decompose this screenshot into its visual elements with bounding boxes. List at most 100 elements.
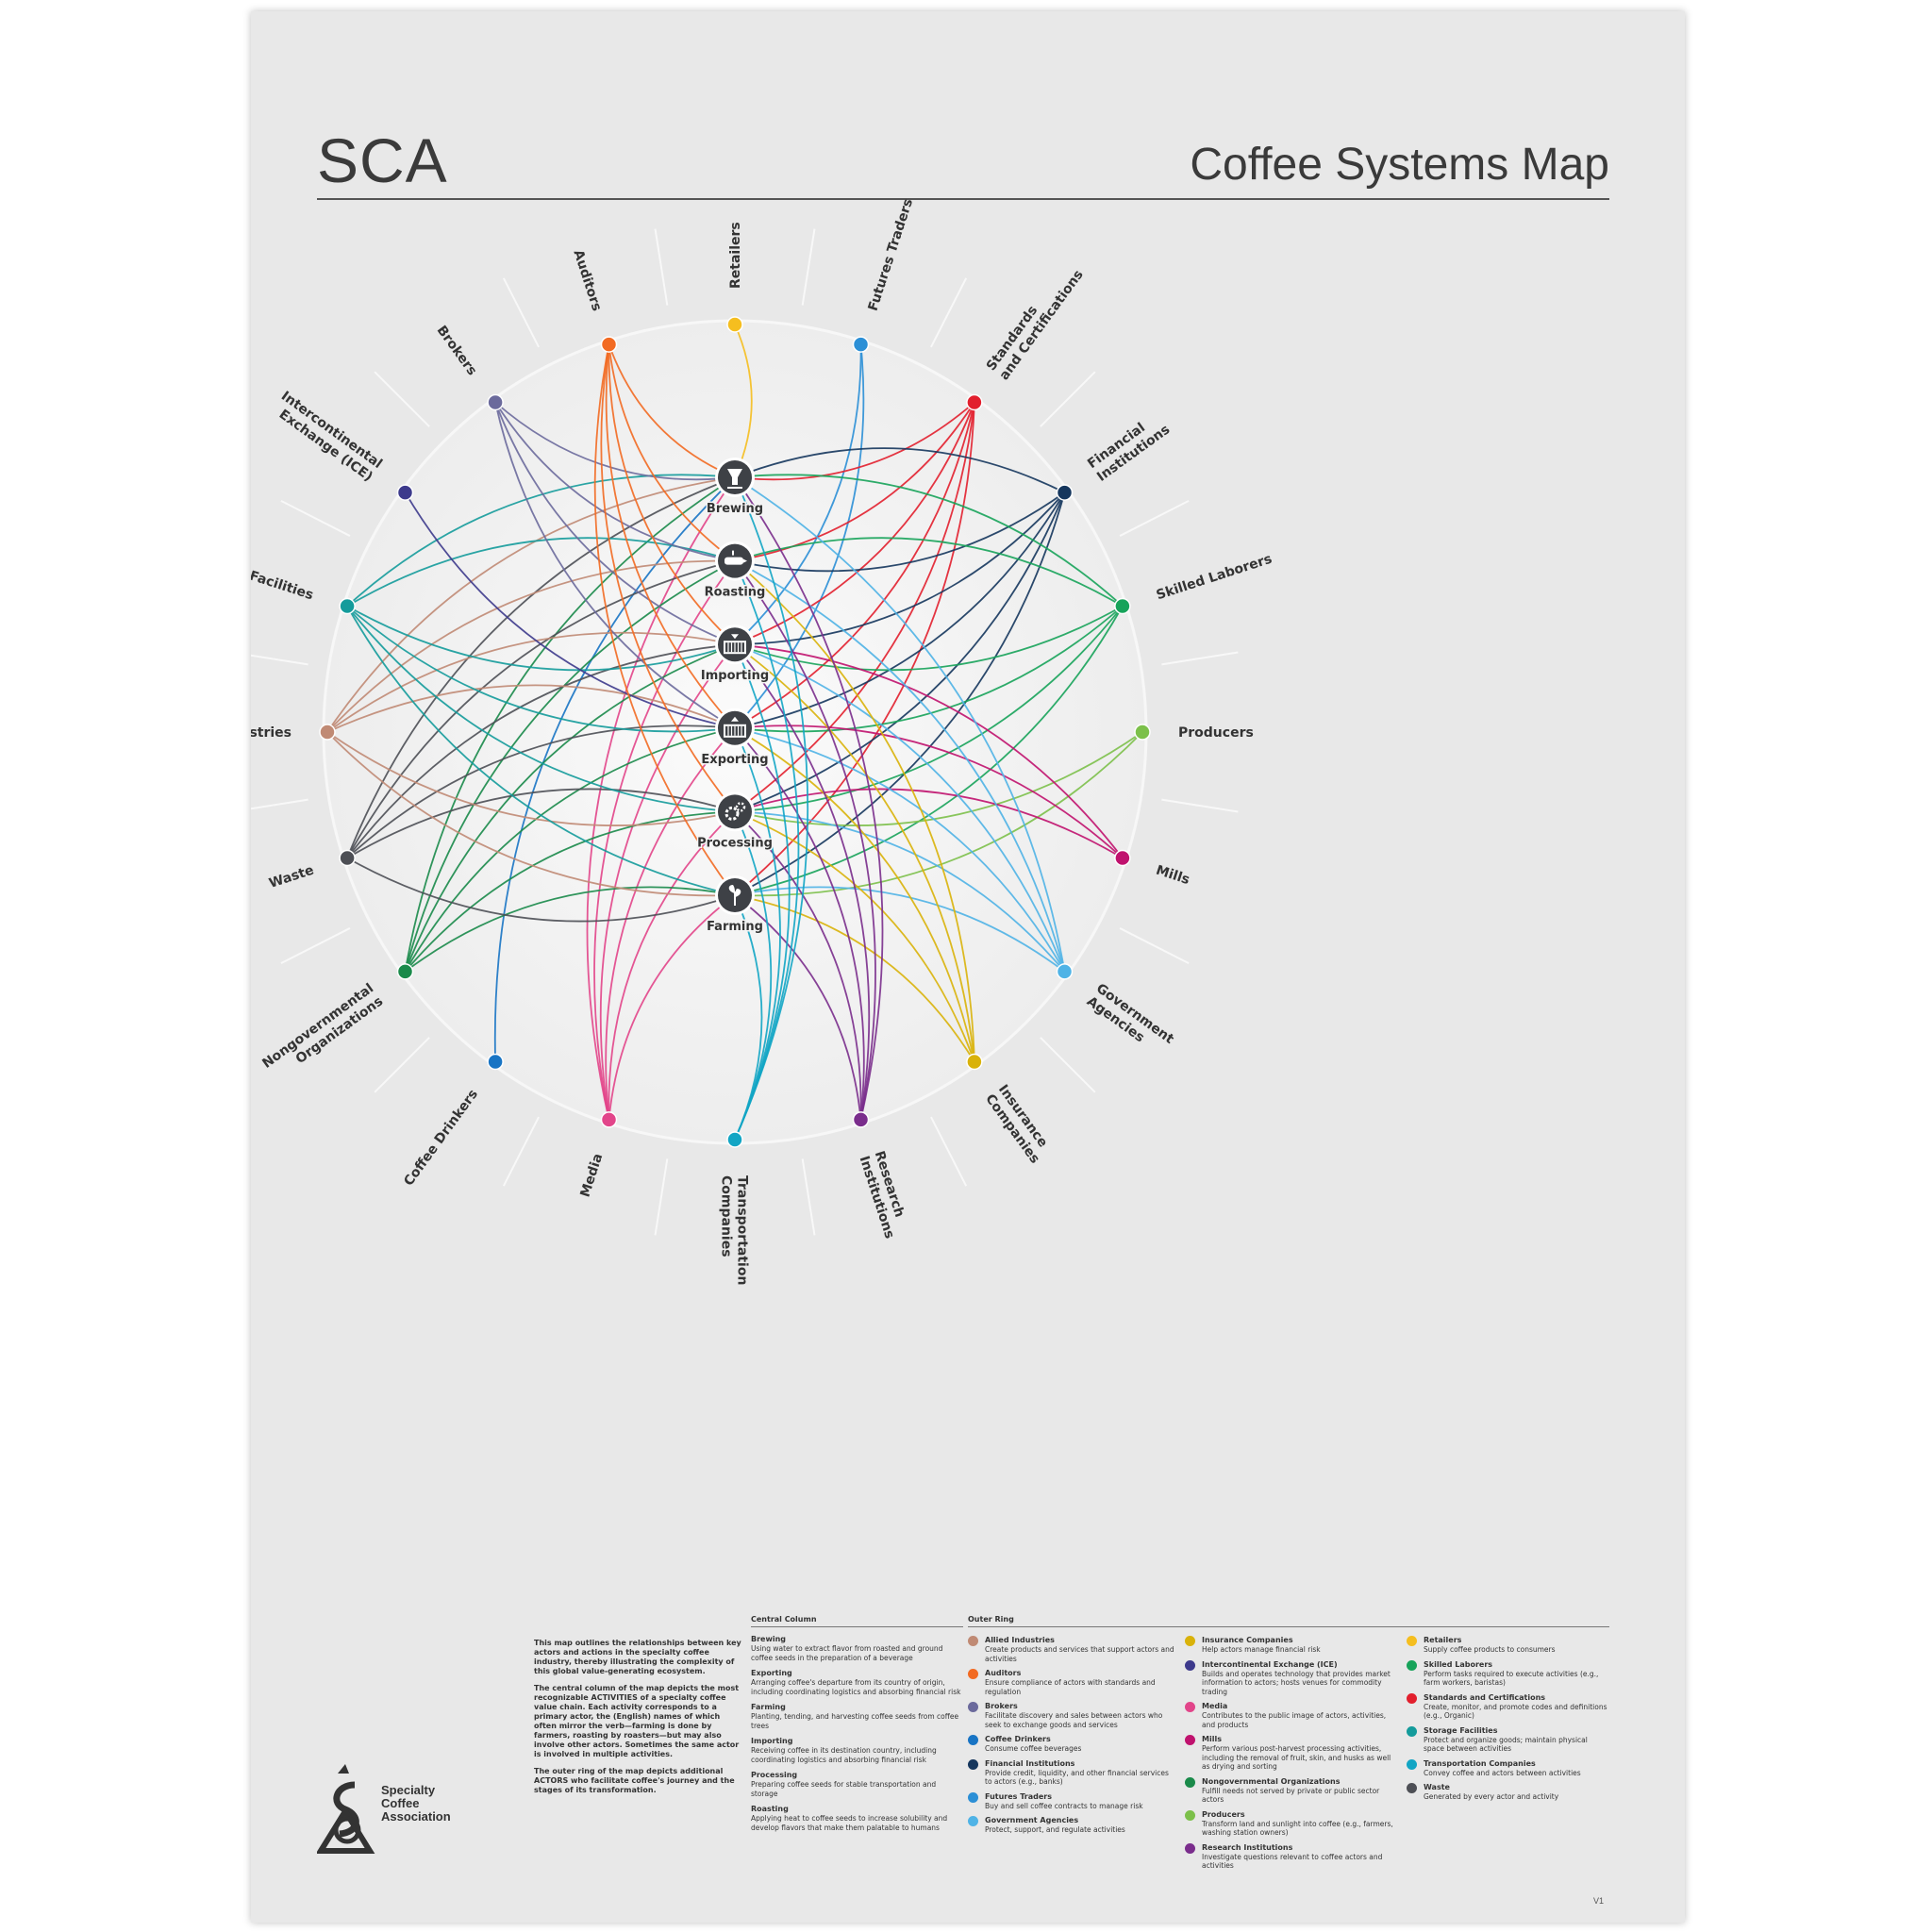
activity-label: Importing — [701, 669, 769, 683]
separator-ray — [1119, 499, 1190, 537]
connection-standards-and-certifications-brewing — [734, 401, 975, 481]
actor-node-storage-facilities[interactable] — [339, 597, 356, 615]
connection-skilled-laborers-processing — [734, 605, 1124, 813]
actor-node-government-agencies[interactable] — [1056, 963, 1074, 980]
actor-node-futures-traders[interactable] — [852, 336, 870, 353]
actor-label-line: Waste — [267, 863, 315, 891]
actor-node-mills[interactable] — [1114, 849, 1131, 867]
connection-futures-traders-exporting — [734, 344, 865, 729]
connection-insurance-companies-farming — [734, 894, 975, 1062]
activity-processing[interactable]: Processing — [696, 791, 774, 852]
connection-storage-facilities-importing — [346, 605, 736, 672]
title-divider — [317, 198, 1609, 200]
sca-logo: Specialty Coffee Association — [317, 1764, 451, 1854]
actor-node-allied-industries[interactable] — [319, 724, 336, 741]
activity-label: Roasting — [705, 586, 766, 600]
actor-node-nongovernmental-organizations[interactable] — [396, 963, 414, 980]
brand-title: SCA — [317, 125, 448, 195]
connection-standards-and-certifications-roasting — [734, 402, 975, 562]
connection-brokers-exporting — [494, 402, 736, 729]
connection-research-institutions-importing — [734, 643, 871, 1121]
connection-financial-institutions-exporting — [734, 491, 1066, 729]
connection-insurance-companies-exporting — [734, 727, 975, 1062]
connection-auditors-roasting — [608, 343, 736, 562]
connection-auditors-brewing — [608, 343, 736, 478]
connection-standards-and-certifications-exporting — [734, 402, 975, 729]
separator-ray — [251, 654, 308, 666]
connection-mills-exporting — [734, 724, 1124, 859]
logo-text-1: Specialty — [381, 1783, 436, 1797]
connection-futures-traders-importing — [734, 344, 862, 645]
actor-node-media[interactable] — [600, 1111, 618, 1128]
actor-node-research-institutions[interactable] — [852, 1111, 870, 1128]
actor-node-waste[interactable] — [339, 849, 356, 867]
separator-ray — [1161, 798, 1239, 813]
connection-producers-processing — [734, 731, 1143, 826]
actor-label-line: Coffee Drinkers — [401, 1087, 481, 1189]
processing-icon — [724, 802, 746, 821]
connection-media-roasting — [593, 560, 736, 1121]
actor-node-financial-institutions[interactable] — [1056, 484, 1074, 501]
actor-label-coffee-drinkers: Coffee Drinkers — [401, 1087, 481, 1189]
activity-exporting[interactable]: Exporting — [700, 708, 770, 768]
connection-government-agencies-brewing — [734, 476, 1066, 973]
actor-label-line: Storage Facilities — [251, 549, 315, 604]
activity-brewing[interactable]: Brewing — [705, 458, 765, 518]
connection-media-importing — [599, 643, 736, 1121]
separator-ray — [654, 1158, 669, 1236]
connection-allied-industries-roasting — [326, 559, 736, 733]
connection-nongovernmental-organizations-brewing — [404, 476, 736, 973]
actor-node-brokers[interactable] — [487, 393, 504, 411]
connection-financial-institutions-processing — [734, 491, 1066, 813]
separator-ray — [801, 1158, 816, 1236]
actor-label-line: Brokers — [434, 323, 480, 378]
connection-brokers-roasting — [494, 402, 736, 562]
actor-label-line: Producers — [1178, 725, 1254, 741]
actor-label-line: Futures Traders — [866, 197, 917, 313]
actor-node-standards-and-certifications[interactable] — [966, 393, 983, 411]
separator-ray — [930, 1116, 968, 1187]
importing-icon — [724, 634, 746, 655]
activity-importing[interactable]: Importing — [699, 625, 771, 685]
actor-label-line: Companies — [719, 1175, 734, 1257]
separator-ray — [374, 371, 430, 427]
actor-node-insurance-companies[interactable] — [966, 1053, 983, 1071]
connection-auditors-importing — [608, 344, 736, 645]
actor-node-intercontinental-exchange-ice[interactable] — [396, 484, 414, 501]
activity-farming[interactable]: Farming — [706, 875, 764, 936]
separator-ray — [1119, 927, 1190, 965]
actor-node-coffee-drinkers[interactable] — [487, 1053, 504, 1071]
separator-ray — [502, 1116, 540, 1187]
connection-standards-and-certifications-importing — [734, 402, 975, 646]
connection-storage-facilities-farming — [346, 606, 736, 896]
actor-node-retailers[interactable] — [726, 316, 743, 333]
connection-standards-and-certifications-farming — [734, 402, 975, 896]
actor-node-producers[interactable] — [1134, 724, 1151, 741]
separator-ray — [1040, 1037, 1096, 1093]
actor-node-skilled-laborers[interactable] — [1114, 597, 1131, 615]
separator-ray — [1040, 371, 1096, 427]
connection-allied-industries-farming — [326, 731, 736, 897]
separator-ray — [930, 277, 968, 348]
actor-node-transportation-companies[interactable] — [726, 1131, 743, 1148]
actor-label-auditors: Auditors — [570, 248, 604, 313]
connection-government-agencies-roasting — [734, 559, 1066, 973]
actor-node-auditors[interactable] — [600, 336, 618, 353]
activity-roasting[interactable]: Roasting — [703, 541, 767, 601]
connection-waste-importing — [346, 643, 736, 859]
actor-label-line: Media — [577, 1152, 606, 1199]
connection-government-agencies-importing — [734, 643, 1066, 973]
connection-allied-industries-importing — [326, 631, 736, 733]
logo-text-3: Association — [381, 1809, 451, 1824]
actor-label-skilled-laborers: Skilled Laborers — [1155, 552, 1274, 604]
connection-research-institutions-roasting — [734, 560, 876, 1121]
connection-mills-importing — [734, 643, 1124, 859]
connection-waste-roasting — [346, 559, 736, 858]
